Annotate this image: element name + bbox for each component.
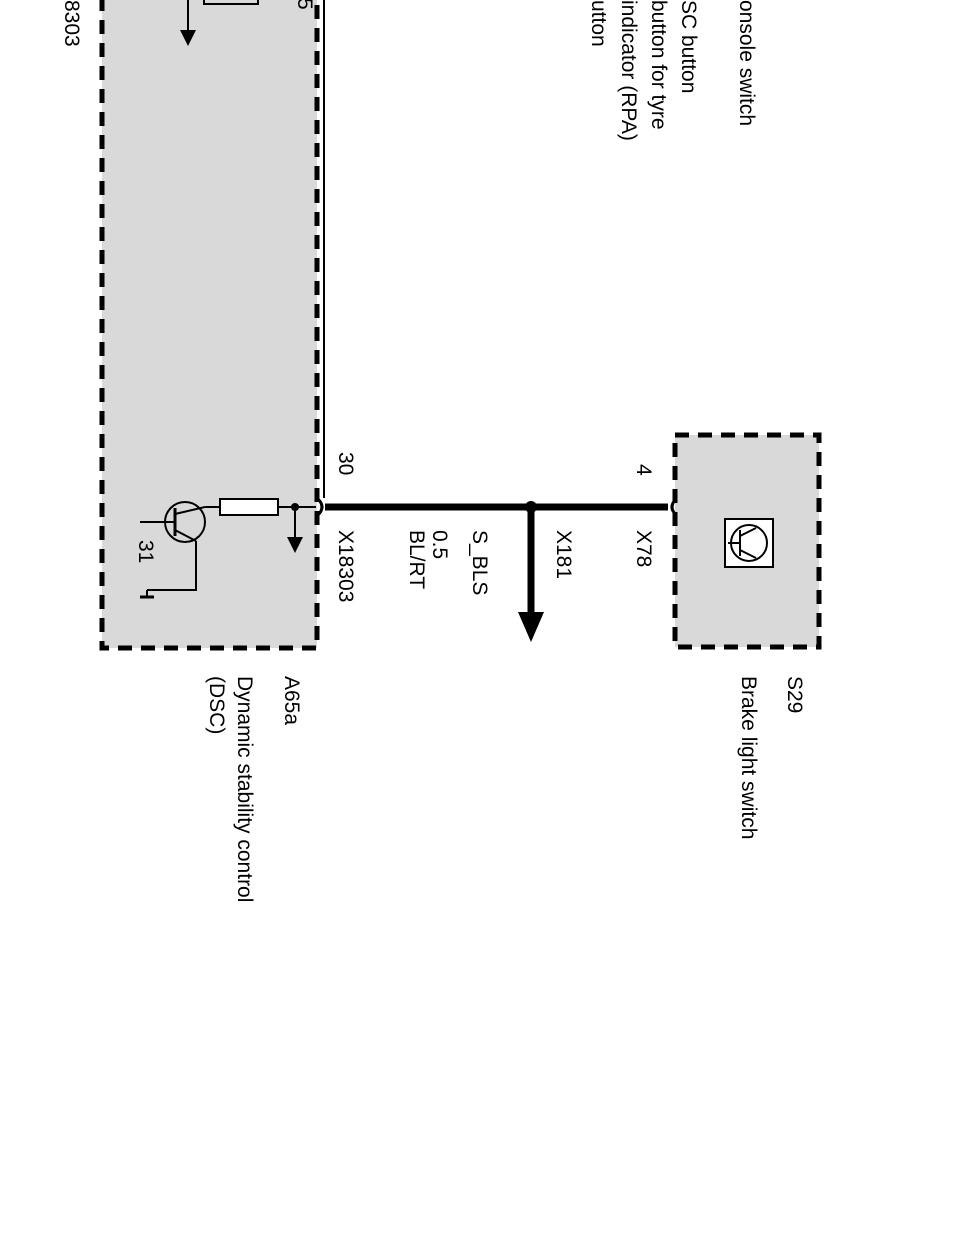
top-ground-arrow xyxy=(180,30,196,46)
top-connector-label: 8303 xyxy=(60,0,83,47)
dsc-ground-arrow xyxy=(287,537,303,553)
connector-x18303-symbol xyxy=(316,497,324,517)
brake-switch-code-label: S29 xyxy=(783,676,806,713)
top-partial-circuit xyxy=(180,0,259,46)
connector-x78-symbol xyxy=(670,497,678,517)
legend-line-1: onsole switch xyxy=(735,0,758,126)
pin-4-label: 4 xyxy=(632,464,655,476)
splice-branch-arrow xyxy=(518,612,544,642)
brake-switch-name-label: Brake light switch xyxy=(737,676,760,839)
dsc-name-line2: (DSC) xyxy=(205,676,228,734)
dsc-name-line1: Dynamic stability control xyxy=(233,676,256,902)
pin-31-label: 31 xyxy=(134,540,157,563)
wire-cross-section-label: 0.5 xyxy=(428,530,451,559)
legend-line-5: utton xyxy=(587,0,610,47)
pin-30-label: 30 xyxy=(334,452,357,475)
top-pin-label: 5 xyxy=(293,0,316,10)
splice-x181-label: X181 xyxy=(552,530,575,579)
wire-s-bls[interactable] xyxy=(316,497,678,642)
connector-x18303-label: X18303 xyxy=(334,530,357,602)
legend-line-2: SC button xyxy=(677,0,700,93)
wire-signal-label: S_BLS xyxy=(468,530,491,595)
dsc-internal-circuit xyxy=(140,498,316,599)
connector-x78-label: X78 xyxy=(632,530,655,567)
legend-line-4: indicator (RPA) xyxy=(617,0,640,141)
wire-color-label: BL/RT xyxy=(405,530,428,589)
dsc-resistor xyxy=(219,498,279,516)
top-resistor xyxy=(203,0,259,5)
legend-line-3: button for tyre xyxy=(647,0,670,130)
dsc-module-box xyxy=(99,0,320,651)
dsc-code-label: A65a xyxy=(280,676,303,725)
brake-switch-module[interactable] xyxy=(672,432,822,650)
dsc-module[interactable] xyxy=(99,0,325,651)
